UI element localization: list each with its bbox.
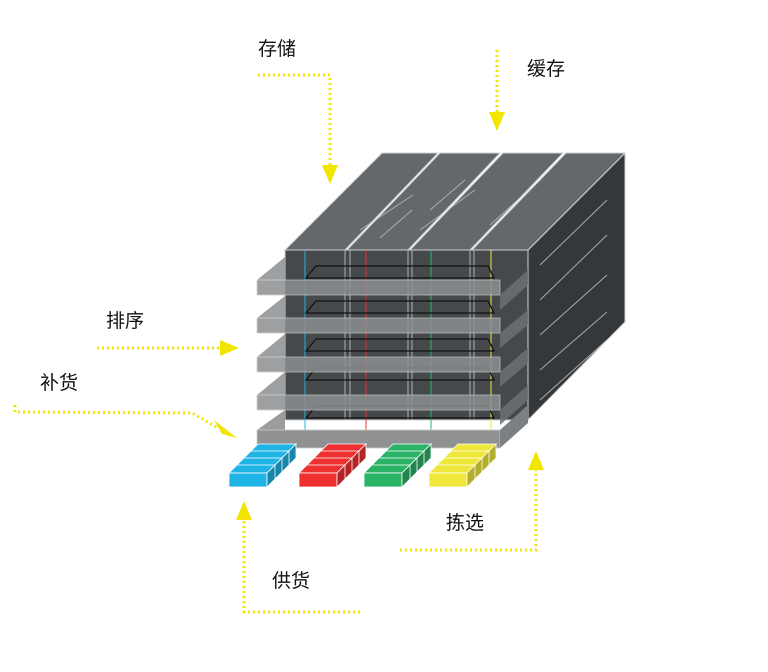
arrow-storage [258, 73, 338, 184]
arrow-replenish [13, 405, 237, 438]
green-tote-stack [363, 443, 432, 488]
tote [228, 472, 268, 488]
arrow-picking [400, 451, 544, 552]
label-replenish: 补货 [40, 372, 78, 394]
sorting-trays [256, 257, 528, 449]
tote [466, 464, 476, 488]
rack-front-face [284, 249, 529, 421]
tote [298, 472, 338, 488]
label-picking: 拣选 [446, 512, 484, 534]
rack-side-lines [539, 199, 608, 401]
rack-top-slabs [283, 152, 627, 251]
tote [266, 464, 276, 488]
blue-tote-stack [228, 443, 297, 488]
tote [428, 472, 468, 488]
arrow-supply [236, 501, 360, 614]
red-tote-stack [298, 443, 367, 488]
tote [336, 464, 346, 488]
arrow-sorting [97, 340, 239, 356]
label-sorting: 排序 [106, 310, 144, 332]
label-storage: 存储 [258, 38, 296, 60]
tote [401, 464, 411, 488]
arrow-buffer [489, 50, 505, 131]
tote [363, 472, 403, 488]
label-supply: 供货 [272, 570, 310, 592]
yellow-tote-stack [428, 443, 497, 488]
label-buffer: 缓存 [527, 58, 565, 80]
